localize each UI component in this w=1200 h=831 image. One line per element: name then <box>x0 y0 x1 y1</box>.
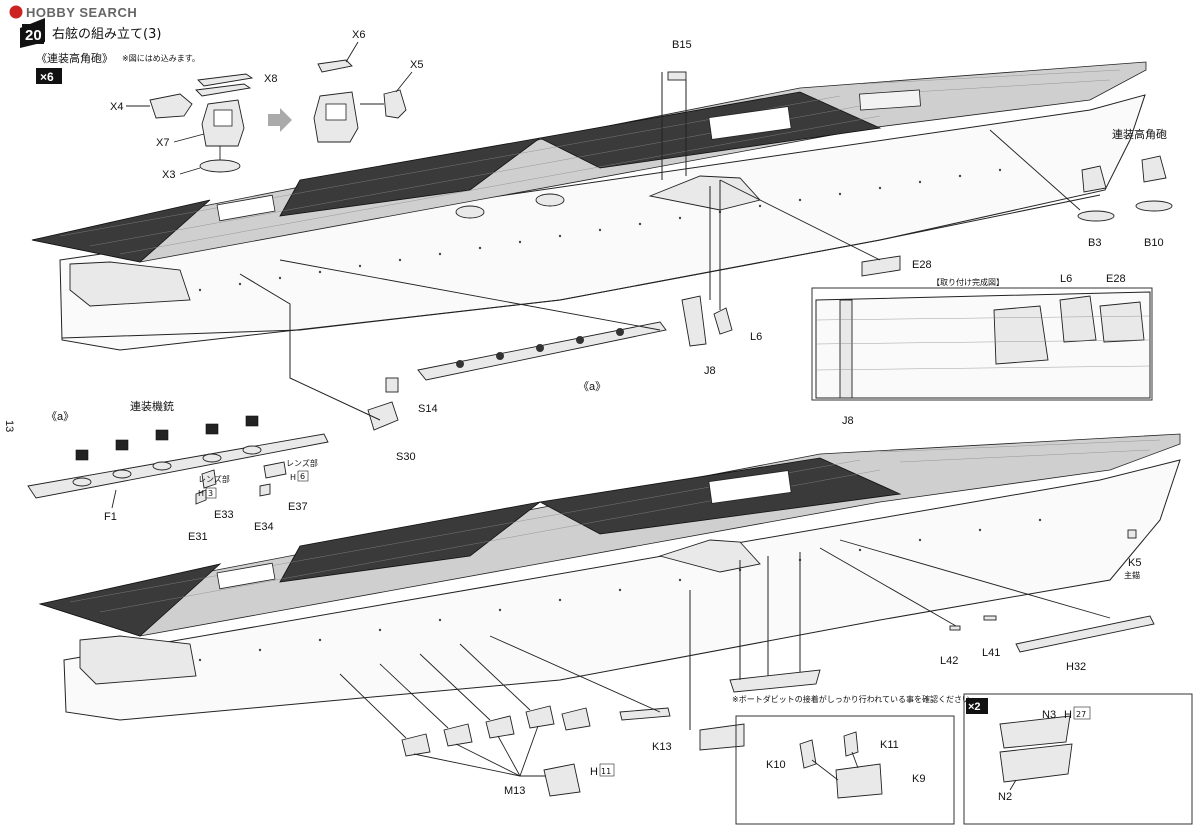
part-l41: L41 <box>982 647 1000 659</box>
lens-label-2: レンズ部 <box>286 458 318 468</box>
sub-a-ref: 《a》 <box>578 380 606 393</box>
subassembly-note: ※図にはめ込みます。 <box>122 54 200 63</box>
part-e37: E37 <box>288 501 308 513</box>
part-x7: X7 <box>156 137 169 149</box>
part-l6: L6 <box>750 331 762 343</box>
watermark: HOBBY SEARCH <box>26 5 137 20</box>
part-h6: H <box>290 473 296 482</box>
ha-gun-exploded <box>149 59 407 173</box>
part-x6: X6 <box>352 29 365 41</box>
part-k11: K11 <box>880 739 899 751</box>
part-e28-inset: E28 <box>1106 273 1126 285</box>
watermark-logo: HOBBY SEARCH <box>8 4 137 20</box>
part-k10: K10 <box>766 759 786 771</box>
part-x5: X5 <box>410 59 423 71</box>
boat-note: ※ボートダビットの接着がしっかり行われている事を確認ください。 <box>732 694 978 704</box>
twin-mg-label: 連装機銃 <box>130 399 174 413</box>
main-mast-label: 主錨 <box>1124 570 1140 580</box>
ship-hull-lower <box>38 433 1181 721</box>
part-s30: S30 <box>396 451 416 463</box>
part-h32: H32 <box>1066 661 1086 673</box>
twin-ha-label: 連装高角砲 <box>1112 127 1167 141</box>
part-e28: E28 <box>912 259 932 271</box>
part-s14: S14 <box>418 403 438 415</box>
part-k9: K9 <box>912 773 925 785</box>
part-b3: B3 <box>1088 237 1101 249</box>
part-m13: M13 <box>504 785 525 797</box>
part-e33: E33 <box>214 509 234 521</box>
part-x8: X8 <box>264 73 277 85</box>
m13-gun-mounts <box>401 705 591 797</box>
step-title: 右舷の組み立て(3) <box>52 26 161 42</box>
part-b10: B10 <box>1144 237 1164 249</box>
part-e34: E34 <box>254 521 274 533</box>
multiplier-2-badge <box>966 698 988 714</box>
part-n3: N3 <box>1042 709 1056 721</box>
part-h11-num: 11 <box>601 767 611 776</box>
sub-a-title: 《a》 <box>46 410 74 423</box>
part-h3: H <box>198 489 204 498</box>
part-f1: F1 <box>104 511 117 523</box>
step-number: 20 <box>25 27 42 44</box>
part-k5: K5 <box>1128 557 1141 569</box>
lens-label-1: レンズ部 <box>198 474 230 484</box>
ship-hull-upper <box>31 61 1147 351</box>
part-j8: J8 <box>704 365 716 377</box>
part-h27-num: 27 <box>1076 710 1086 719</box>
part-h3-num: 3 <box>208 489 213 498</box>
part-b15: B15 <box>672 39 692 51</box>
part-h6-num: 6 <box>300 472 305 481</box>
part-x3: X3 <box>162 169 175 181</box>
completed-view-title: 【取り付け完成図】 <box>932 277 1004 287</box>
completed-view-inset <box>811 287 1153 401</box>
part-k13: K13 <box>652 741 672 753</box>
part-x4: X4 <box>110 101 123 113</box>
multiplier-badge <box>36 68 62 84</box>
twin-mg-strip <box>27 415 329 499</box>
part-h27: H <box>1064 709 1072 721</box>
part-j8-inset: J8 <box>842 415 854 427</box>
step-badge: 20 <box>20 18 45 48</box>
part-e31: E31 <box>188 531 208 543</box>
part-l6-inset: L6 <box>1060 273 1072 285</box>
part-n2: N2 <box>998 791 1012 803</box>
multiplier-6: ×6 <box>40 70 54 84</box>
multiplier-2: ×2 <box>968 701 981 713</box>
twin-ha-turrets-right <box>1077 155 1173 222</box>
subassembly-title: 《連装高角砲》 <box>36 51 113 65</box>
part-l42: L42 <box>940 655 958 667</box>
part-h11: H <box>590 766 598 778</box>
page-number: 13 <box>3 420 15 432</box>
